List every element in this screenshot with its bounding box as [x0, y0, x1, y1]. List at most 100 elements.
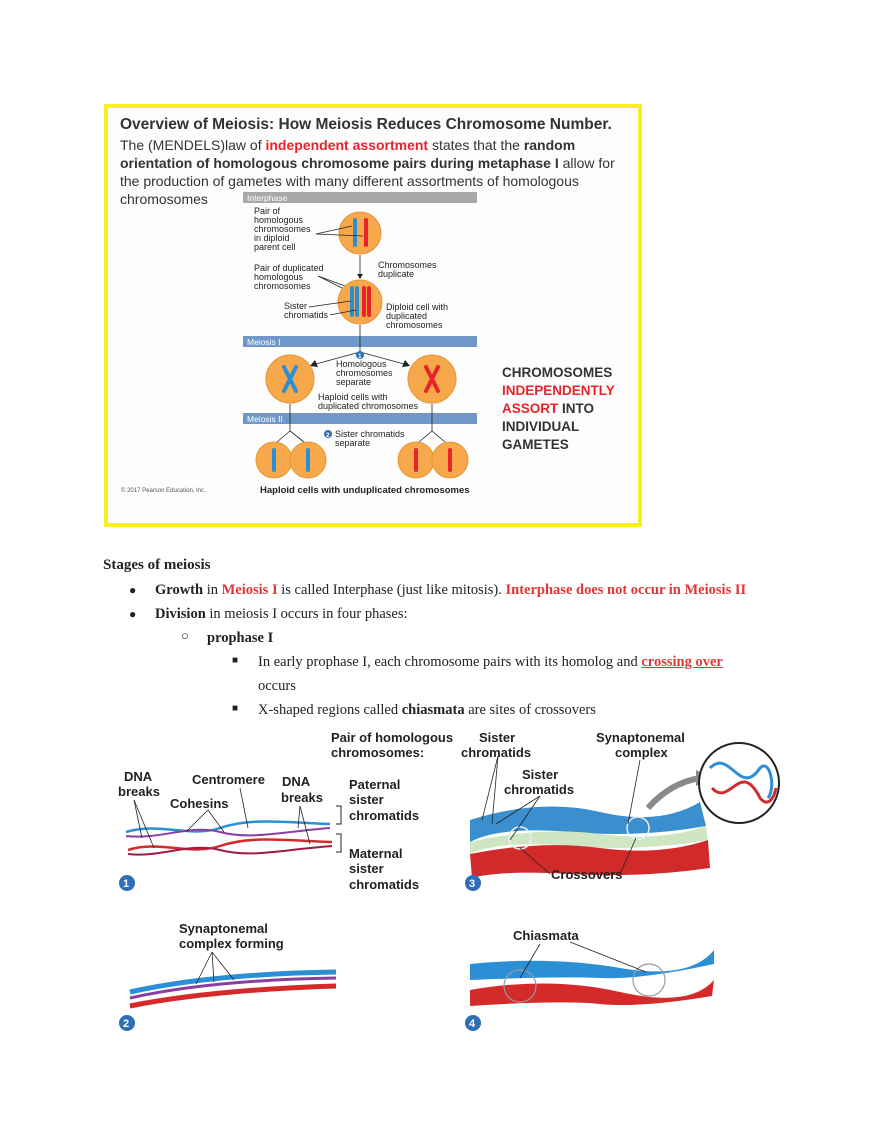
bullet-square: ■: [232, 703, 239, 714]
svg-text:Synaptonemal: Synaptonemal: [179, 921, 268, 936]
svg-text:separate: separate: [336, 377, 371, 387]
svg-text:DNA: DNA: [282, 774, 311, 789]
copyright: © 2017 Pearson Education, Inc.: [121, 487, 206, 494]
bullet-circle: ○: [181, 628, 189, 643]
svg-text:4: 4: [469, 1018, 476, 1030]
svg-text:in diploid: in diploid: [254, 233, 290, 243]
label-homologous-separate: Homologous chromosomes separate: [336, 359, 393, 387]
svg-text:breaks: breaks: [281, 790, 323, 805]
section-heading: Stages of meiosis: [103, 557, 211, 573]
svg-text:Maternal: Maternal: [349, 846, 402, 861]
panel-4: Chiasmata 4: [465, 928, 714, 1031]
meiosis2-bar-label: Meiosis II: [247, 414, 283, 424]
svg-text:Pair of: Pair of: [254, 206, 281, 216]
meiosis1-bar-label: Meiosis I: [247, 337, 281, 347]
label-sister-separate: Sister chromatids separate: [335, 429, 405, 448]
svg-text:sister: sister: [349, 792, 384, 807]
label-chrom-dup: Chromosomes duplicate: [378, 260, 437, 279]
svg-text:chromatids: chromatids: [349, 808, 419, 823]
svg-text:homologous: homologous: [254, 272, 304, 282]
svg-text:separate: separate: [335, 438, 370, 448]
svg-text:chromatids: chromatids: [284, 310, 329, 320]
prophase-figure: DNA breaks Centromere Cohesins DNA break…: [118, 730, 780, 1031]
assortment-callout: CHROMOSOMES INDEPENDENTLY ASSORT INTO IN…: [502, 365, 615, 452]
svg-text:chromosomes:: chromosomes:: [331, 745, 424, 760]
interphase-bar: [243, 192, 477, 203]
svg-text:chromatids: chromatids: [504, 782, 574, 797]
panel-1: DNA breaks Centromere Cohesins DNA break…: [118, 769, 333, 891]
label-sister: Sister chromatids: [284, 301, 329, 320]
subsub-crossing: In early prophase I, each chromosome pai…: [258, 654, 723, 670]
label-haploid-undup: Haploid cells with unduplicated chromoso…: [260, 485, 470, 496]
svg-text:Haploid cells with: Haploid cells with: [318, 392, 388, 402]
parent-cell: [338, 211, 382, 255]
chromosome-blue: [353, 218, 357, 247]
svg-text:Synaptonemal: Synaptonemal: [596, 730, 685, 745]
svg-text:Homologous: Homologous: [336, 359, 387, 369]
svg-text:sister: sister: [349, 861, 384, 876]
svg-text:Sister chromatids: Sister chromatids: [335, 429, 405, 439]
meiosis2-bar: [243, 413, 477, 424]
desc-text-post: allow for the production of gametes with…: [120, 155, 615, 207]
subsub-crossing-cont: occurs: [258, 678, 296, 694]
svg-text:duplicated chromosomes: duplicated chromosomes: [318, 401, 419, 411]
svg-text:Crossovers: Crossovers: [551, 867, 623, 882]
svg-text:chromosomes: chromosomes: [254, 224, 311, 234]
panel-2: Synaptonemal complex forming 2: [119, 921, 337, 1031]
svg-text:Chromosomes: Chromosomes: [378, 260, 437, 270]
svg-text:complex: complex: [615, 745, 669, 760]
svg-text:Cohesins: Cohesins: [170, 796, 229, 811]
interphase-bar-label: Interphase: [247, 193, 287, 203]
step-2-badge: [324, 430, 332, 438]
svg-text:chromosomes: chromosomes: [336, 368, 393, 378]
svg-text:duplicated: duplicated: [386, 311, 427, 321]
svg-text:Paternal: Paternal: [349, 777, 400, 792]
svg-text:2: 2: [326, 432, 330, 439]
subsub-chiasmata: X-shaped regions called chiasmata are si…: [258, 702, 596, 718]
figure-description: The (MENDELS)law of independent assortme…: [120, 136, 635, 208]
svg-text:breaks: breaks: [118, 784, 160, 799]
svg-text:chromosomes: chromosomes: [254, 281, 311, 291]
meiosis-diagram: Interphase Meiosis I Meiosis II Pair of …: [121, 192, 477, 496]
svg-text:chromatids: chromatids: [349, 877, 419, 892]
notes-section: Stages of meiosis: [103, 557, 803, 574]
svg-text:Sister: Sister: [522, 767, 558, 782]
svg-text:DNA: DNA: [124, 769, 153, 784]
label-haploid-dup: Haploid cells with duplicated chromosome…: [318, 392, 419, 411]
meiosis-overview-figure: Overview of Meiosis: How Meiosis Reduces…: [104, 104, 642, 527]
desc-text-bold: random orientation of homologous chromos…: [120, 137, 576, 171]
sub-prophase: prophase I: [207, 630, 274, 646]
svg-text:Pair of homologous: Pair of homologous: [331, 730, 453, 745]
svg-text:Sister: Sister: [284, 301, 307, 311]
bullet-growth: Growth in Meiosis I is called Interphase…: [155, 582, 747, 598]
desc-text-red: independent assortment: [265, 137, 429, 153]
svg-text:Sister: Sister: [479, 730, 515, 745]
bullet-square: ■: [232, 655, 239, 666]
svg-text:1: 1: [358, 353, 362, 360]
svg-text:Pair of duplicated: Pair of duplicated: [254, 263, 324, 273]
svg-text:2: 2: [123, 1018, 129, 1030]
svg-text:complex forming: complex forming: [179, 936, 284, 951]
svg-text:homologous: homologous: [254, 215, 304, 225]
label-dup-pair: Pair of duplicated homologous chromosome…: [254, 263, 324, 291]
bullet-division: Division in meiosis I occurs in four pha…: [155, 606, 408, 622]
svg-text:Diploid cell with: Diploid cell with: [386, 302, 448, 312]
desc-text-mid: states that the: [428, 137, 524, 153]
svg-text:3: 3: [469, 878, 475, 890]
step-1-badge: [356, 351, 364, 359]
panel-3: Sister chromatids Synaptonemal complex S…: [461, 730, 780, 891]
svg-text:Centromere: Centromere: [192, 772, 265, 787]
pair-labels: Pair of homologous chromosomes: Paternal…: [331, 730, 453, 892]
svg-text:chromatids: chromatids: [461, 745, 531, 760]
label-pair: Pair of homologous chromosomes in diploi…: [254, 206, 311, 252]
svg-text:parent cell: parent cell: [254, 242, 296, 252]
svg-text:1: 1: [123, 878, 129, 890]
figure-title: Overview of Meiosis: How Meiosis Reduces…: [120, 116, 612, 133]
desc-text-pre: The (MENDELS)law of: [120, 137, 266, 153]
svg-text:chromosomes: chromosomes: [386, 320, 443, 330]
bullet-dot: ●: [129, 583, 137, 597]
bullet-dot: ●: [129, 607, 137, 621]
svg-text:Chiasmata: Chiasmata: [513, 928, 580, 943]
svg-text:duplicate: duplicate: [378, 269, 414, 279]
chromosome-red: [364, 218, 368, 247]
